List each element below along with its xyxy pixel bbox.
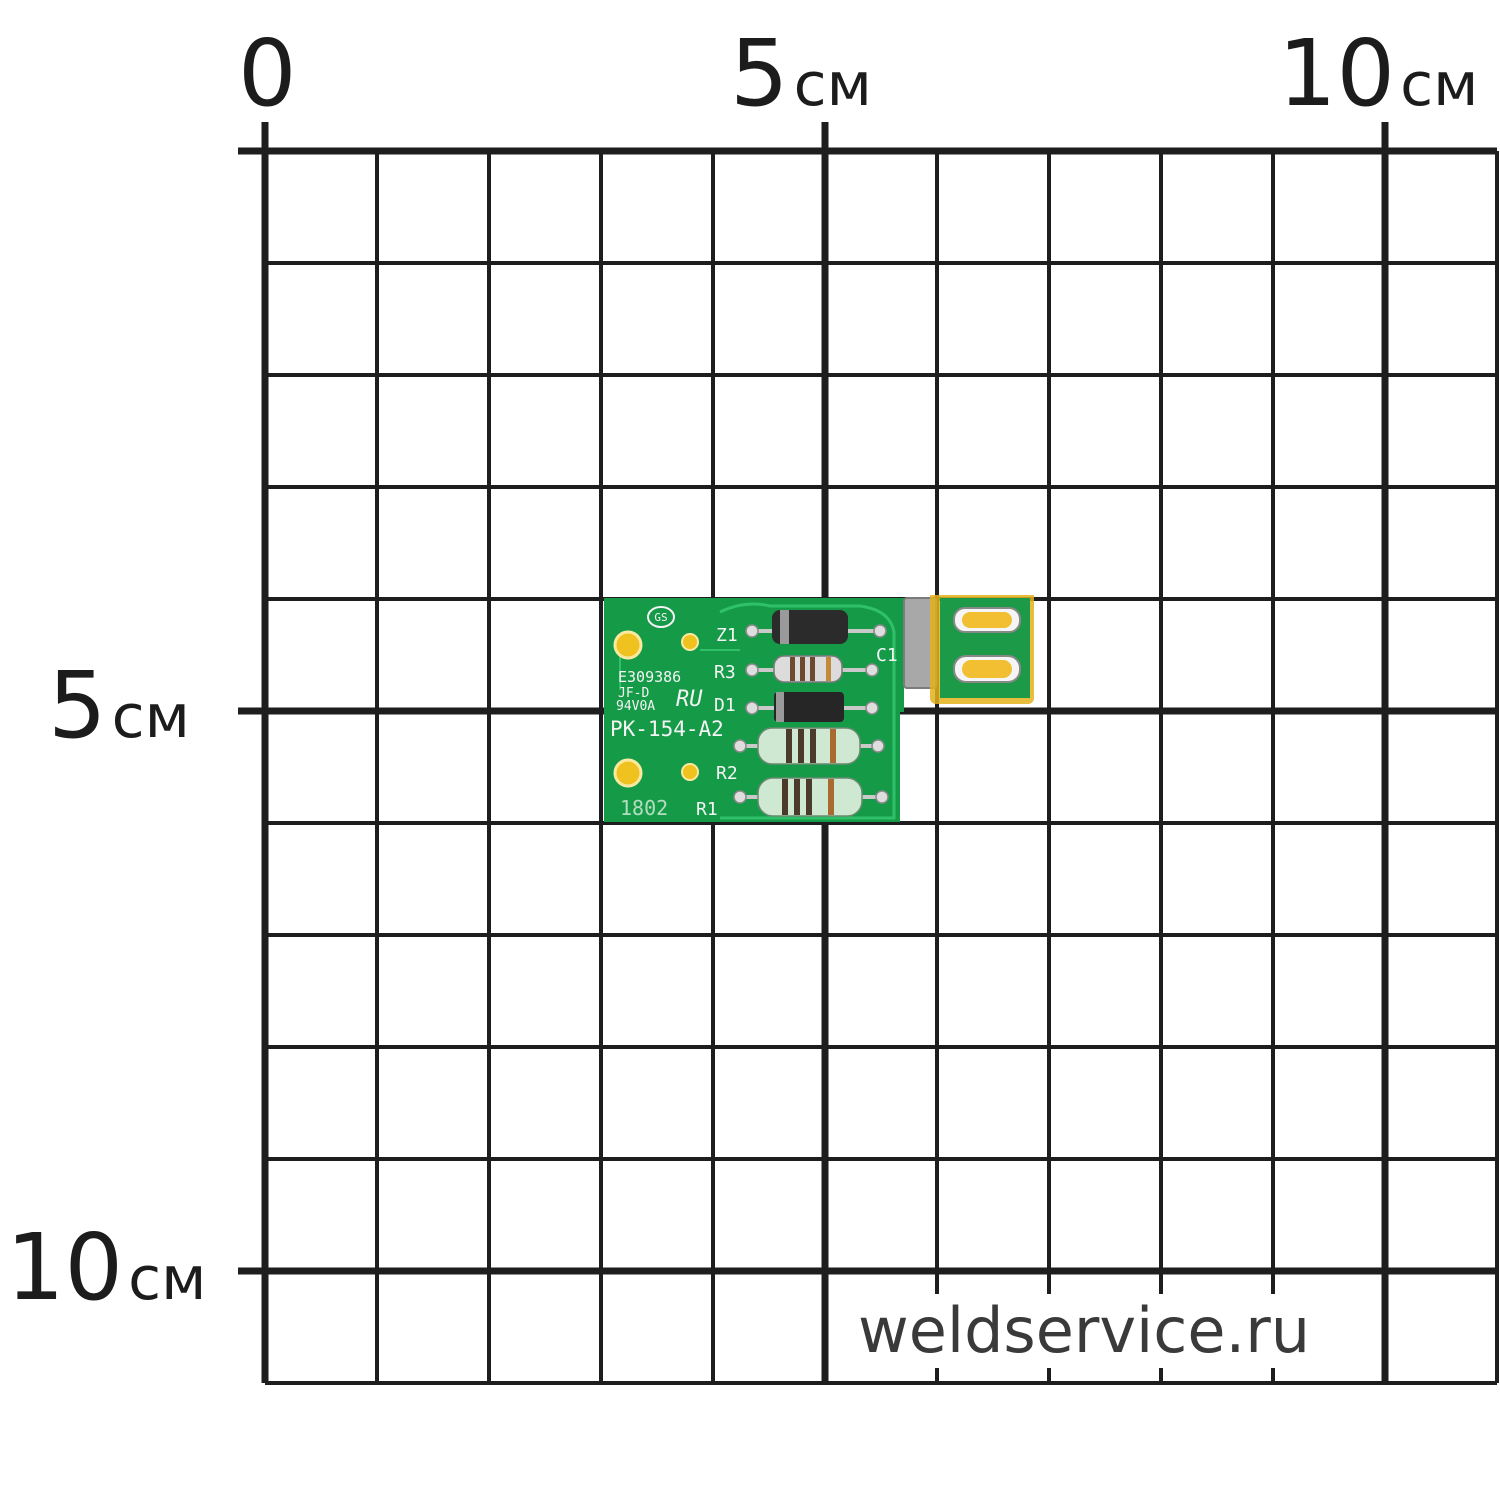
left-scale-five-value: 5 [48,652,107,759]
top-scale-five-value: 5 [730,20,789,127]
diode-d1 [774,692,844,722]
part-number: PK-154-A2 [610,717,724,741]
via-bottom [681,763,699,781]
pad-top-left [613,630,643,660]
site-watermark: weldservice.ru [836,1294,1376,1368]
pcb-board: GS E309386 JF-D 94V0A RU PK-154-A2 1802 … [604,595,1034,822]
top-scale-ten-unit: см [1400,50,1479,120]
top-scale-five-label: 5 см [730,28,872,120]
label-z1: Z1 [716,625,738,646]
label-r1: R1 [696,799,718,820]
top-scale-zero-label: 0 [238,20,297,127]
resistor-r2-bands [786,729,836,763]
left-scale-ten-label: 10 см [6,1222,206,1314]
left-scale-ten-value: 10 [6,1214,124,1321]
left-scale-ten-unit: см [128,1244,207,1314]
gs-cert-mark: GS [654,611,667,624]
zener-diode-band [780,610,789,644]
resistor-r1-bands [782,779,834,815]
resistor-r3-bands [790,657,831,681]
label-r3: R3 [714,662,736,683]
flame-rating-1: JF-D [618,686,649,701]
date-code: 1802 [620,796,668,820]
ul-file-number: E309386 [618,668,681,686]
resistor-r2 [757,727,861,765]
connector-pin-bottom [962,660,1012,678]
resistor-r3 [773,655,843,683]
label-d1: D1 [714,695,736,716]
left-scale-five-label: 5 см [48,660,190,752]
pad-bottom-left [613,758,643,788]
flame-rating-2: 94V0A [616,699,655,714]
diode-d1-band [776,692,784,722]
left-scale-five-unit: см [111,682,190,752]
top-scale-ten-value: 10 [1278,20,1396,127]
component-pads [733,624,889,804]
label-r2: R2 [716,763,738,784]
gs-cert-outline [647,606,675,628]
top-scale-five-unit: см [793,50,872,120]
top-scale-ten-label: 10 см [1278,28,1478,120]
ul-logo: RU [676,687,703,712]
zener-diode-z1 [772,610,848,644]
pcb-trace [719,602,896,820]
via-top [681,633,699,651]
connector-pin-top [962,612,1012,628]
label-c1: C1 [876,645,898,666]
